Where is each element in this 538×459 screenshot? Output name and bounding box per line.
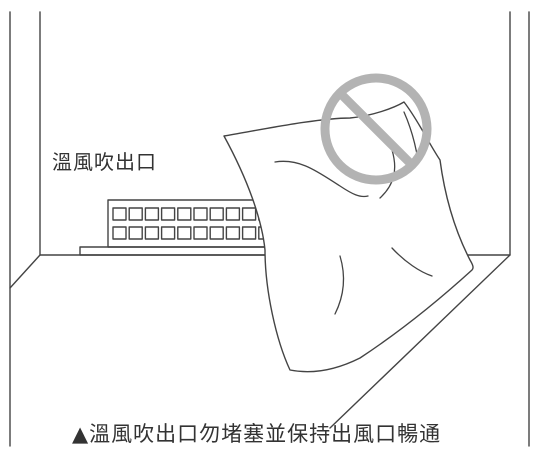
vent-slot: [144, 226, 160, 240]
vent-slot: [177, 207, 192, 221]
vent-slot: [128, 207, 143, 221]
floor-left-line: [9, 254, 41, 289]
vent-slot: [193, 226, 208, 240]
prohibition-sign-icon: [320, 73, 432, 185]
vent-slot: [225, 207, 241, 221]
vent-slot: [112, 207, 127, 221]
vent-slot: [209, 207, 224, 221]
vent-label: 溫風吹出口: [52, 150, 157, 174]
caption: ▲溫風吹出口勿堵塞並保持出風口暢通: [72, 422, 442, 446]
vent-slot: [160, 226, 176, 240]
vent-slot: [225, 226, 241, 240]
cloth: [223, 101, 474, 373]
vent-slot: [241, 226, 257, 240]
vent-slots: [112, 207, 273, 240]
vent-slot: [177, 226, 192, 240]
vent-slot: [160, 207, 176, 221]
vent-slot: [144, 207, 160, 221]
vent-slot: [128, 226, 143, 240]
floor-right-line: [329, 254, 511, 429]
vent-slot: [241, 207, 257, 221]
vent-slot: [209, 226, 224, 240]
vent-slot: [112, 226, 127, 240]
vent-slot: [193, 207, 208, 221]
vent-housing: [107, 199, 279, 248]
